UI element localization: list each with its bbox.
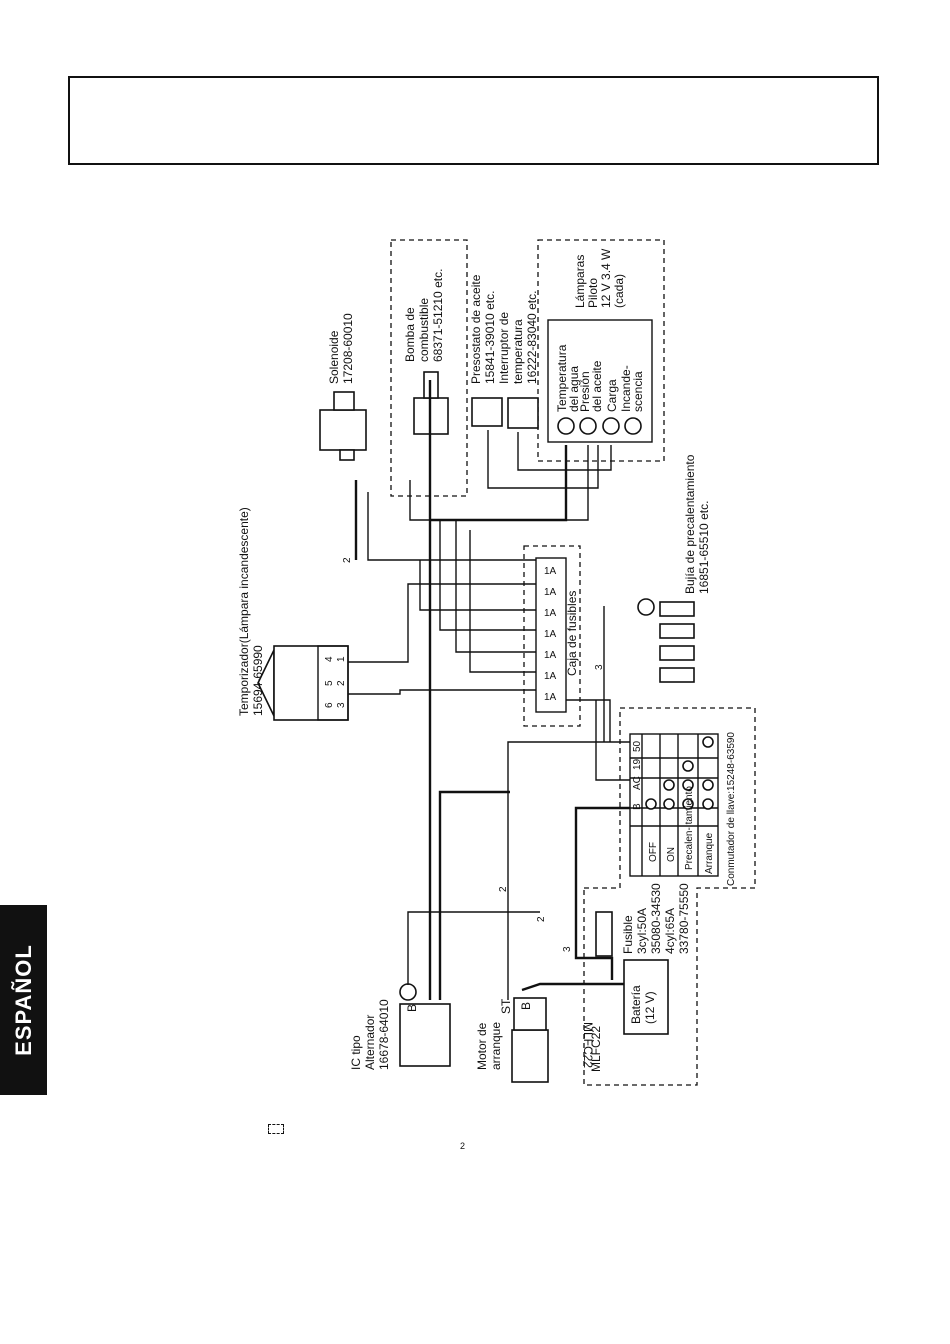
battery-label: Batería (12 V)	[629, 982, 657, 1024]
lamp-glow	[624, 417, 642, 435]
pilot-lamps-label: Lámparas Piloto 12 V 3.4 W (cada)	[573, 245, 626, 308]
glow-plugs	[637, 598, 695, 683]
fuse-2: 1A	[544, 587, 557, 598]
solenoid-label: Solenoide 17208-60010	[327, 313, 355, 384]
fuse-6: 1A	[544, 671, 557, 682]
pilot-lamp-panel	[547, 319, 653, 443]
key-col-b: B	[632, 803, 643, 810]
mlfc-label-b: MLFC22	[581, 1022, 595, 1068]
alternator-b-label: B	[405, 1004, 419, 1012]
wire-gauge-1: 2	[342, 557, 353, 563]
lamp-label-oil: Presión del aceite	[578, 360, 604, 412]
key-row-on: ON	[666, 847, 677, 862]
lamp-label-charge: Carga	[605, 379, 619, 412]
wire-gauge-5: 3	[562, 946, 573, 952]
oil-pressure-switch	[471, 397, 503, 427]
mlfc-label-a: MLFC22	[589, 1026, 603, 1072]
fuse-box	[535, 557, 567, 713]
lamp-charge	[602, 417, 620, 435]
wire-gauge-2: 2	[498, 886, 509, 892]
fuel-pump-label: Bomba de combustible 68371-51210 etc.	[403, 269, 445, 362]
timer-pin-4: 4	[324, 656, 335, 662]
solenoid	[319, 391, 367, 461]
temperature-switch	[507, 397, 539, 429]
alternator-label: IC tipo Alternador 16678-64010	[349, 999, 391, 1070]
key-col-19: 19	[632, 758, 643, 770]
dashed-legend-box	[268, 1124, 284, 1134]
language-tab[interactable]: ESPAÑOL	[0, 905, 47, 1095]
starter-motor	[511, 997, 549, 1083]
key-col-50: 50	[632, 740, 643, 752]
timer-unit	[257, 645, 349, 721]
alternator	[399, 983, 451, 1067]
wire-gauge-4: 3	[594, 664, 605, 670]
fuse-box-region	[523, 545, 581, 727]
header-box	[68, 76, 879, 165]
main-fuse-label: Fusible 3cyl:50A 35080-34530 4cyl:65A 33…	[621, 880, 691, 954]
timer-pin-3: 3	[336, 702, 347, 708]
timer-label: Temporizador(Lámpara incandescente) 1569…	[237, 504, 265, 716]
key-row-off: OFF	[648, 842, 659, 862]
wire-gauge-3: 2	[536, 916, 547, 922]
lamp-oil-pressure	[579, 417, 597, 435]
fuse-box-label: Caja de fusibles	[565, 591, 579, 676]
pilot-lamps-region	[537, 239, 665, 462]
fuse-5: 1A	[544, 650, 557, 661]
starter-label: Motor de arranque	[475, 1019, 503, 1070]
page-number: 2	[460, 1141, 466, 1151]
fuse-list: 1A 1A 1A 1A 1A 1A 1A	[544, 566, 557, 703]
fuse-3: 1A	[544, 608, 557, 619]
key-row-start: Arranque	[704, 832, 715, 874]
lamp-label-glow: Incande- scencia	[619, 362, 645, 412]
battery	[623, 959, 669, 1035]
key-switch-table	[629, 733, 719, 877]
key-col-ac: AC	[632, 776, 643, 790]
fuse-4: 1A	[544, 629, 557, 640]
temp-switch-label: Interruptor de temperatura 16222-83040 e…	[497, 291, 539, 384]
glow-plug-label: Bujía de precalentamiento 16851-65510 et…	[683, 451, 711, 594]
key-switch-label: Conmutador de llave:15248-63590	[726, 732, 737, 886]
fuse-7: 1A	[544, 692, 557, 703]
fuse-1: 1A	[544, 566, 557, 577]
starter-b-label: B	[519, 1002, 533, 1010]
battery-region	[583, 707, 756, 1086]
wires	[348, 380, 630, 1000]
lamp-water-temp	[557, 417, 575, 435]
labels: Temporizador(Lámpara incandescente) 1569…	[237, 245, 737, 1072]
timer-pin-5: 5	[324, 680, 335, 686]
timer-pin-1: 1	[336, 656, 347, 662]
key-row-preheat: Precalen- tamiento	[684, 786, 695, 870]
timer-pin-2: 2	[336, 680, 347, 686]
starter-st-label: ST	[499, 998, 513, 1014]
timer-pin-6: 6	[324, 702, 335, 708]
lamp-label-water: Temperatura del agua	[555, 341, 581, 412]
oil-switch-label: Presostato de aceite 15841-39010 etc.	[469, 271, 497, 384]
main-fuse	[595, 911, 613, 957]
